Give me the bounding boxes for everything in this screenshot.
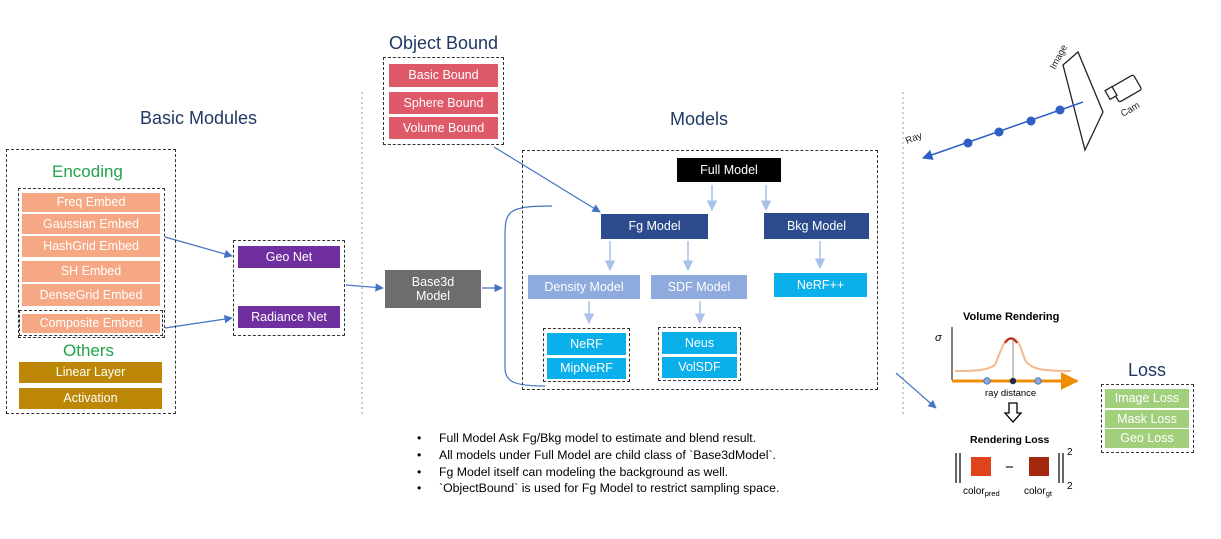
encoding-heading: Encoding bbox=[52, 162, 123, 181]
mask-loss: Mask Loss bbox=[1105, 410, 1189, 428]
basic-bound: Basic Bound bbox=[389, 64, 498, 87]
bkg-model: Bkg Model bbox=[764, 213, 869, 239]
ray-sample-point bbox=[963, 138, 973, 148]
norm-subscript: 2 bbox=[1067, 481, 1073, 492]
density-model: Density Model bbox=[528, 275, 640, 299]
models-heading: Models bbox=[670, 109, 729, 129]
sphere-bound: Sphere Bound bbox=[389, 92, 498, 114]
object-bound-heading: Object Bound bbox=[389, 33, 499, 53]
nerfpp-model: NeRF++ bbox=[774, 273, 867, 297]
camera-ray-illustration: Image Cam Ray bbox=[905, 43, 1142, 160]
loss-group bbox=[1101, 384, 1194, 453]
arrow-nets-base3d bbox=[345, 283, 384, 292]
encoding-group bbox=[18, 188, 165, 338]
basic-modules-heading: Basic Modules bbox=[140, 108, 258, 128]
ray-sample-point bbox=[994, 127, 1004, 137]
norm-exponent: 2 bbox=[1067, 447, 1073, 458]
minus-sign: − bbox=[1005, 459, 1014, 476]
arrow-models-rendering bbox=[895, 372, 937, 409]
nets-group bbox=[233, 240, 345, 336]
sdf-subgroup bbox=[658, 327, 741, 381]
arrow-encoding-radiance bbox=[164, 314, 233, 329]
ray-distance-label: ray distance bbox=[985, 388, 1036, 399]
neus-model: Neus bbox=[662, 332, 737, 354]
base3d-line1: Base3d bbox=[411, 274, 455, 289]
sdf-model: SDF Model bbox=[651, 275, 747, 299]
rendering-loss-title: Rendering Loss bbox=[970, 434, 1050, 446]
cam-label: Cam bbox=[1119, 100, 1142, 120]
object-bound-group bbox=[383, 57, 504, 145]
pred-color-swatch bbox=[971, 457, 991, 476]
ray-label: Ray bbox=[905, 130, 924, 147]
fg-model: Fg Model bbox=[601, 214, 708, 239]
geo-loss: Geo Loss bbox=[1105, 429, 1189, 448]
gt-label: colorgt bbox=[1024, 486, 1053, 498]
loss-heading: Loss bbox=[1128, 360, 1167, 380]
encoding-hashgrid-embed: HashGrid Embed bbox=[22, 236, 160, 257]
down-arrow-icon bbox=[1003, 402, 1023, 423]
notes-list: Full Model Ask Fg/Bkg model to estimate … bbox=[417, 430, 779, 497]
volsdf-model: VolSDF bbox=[662, 357, 737, 378]
encoding-gaussian-embed: Gaussian Embed bbox=[22, 214, 160, 234]
note-item: All models under Full Model are child cl… bbox=[417, 447, 779, 464]
arrow-bound-fg bbox=[493, 146, 601, 213]
image-plane bbox=[1062, 50, 1104, 152]
note-item: Fg Model itself can modeling the backgro… bbox=[417, 464, 779, 481]
base3d-model: Base3d Model bbox=[385, 270, 481, 308]
encoding-densegrid-embed: DenseGrid Embed bbox=[22, 284, 160, 306]
composite-embed-group bbox=[19, 310, 163, 336]
pred-label: colorpred bbox=[963, 486, 1000, 498]
full-model: Full Model bbox=[677, 158, 781, 182]
density-peak bbox=[1004, 337, 1018, 344]
models-group bbox=[522, 150, 878, 390]
encoding-sh-embed: SH Embed bbox=[22, 261, 160, 282]
encoding-composite-embed: Composite Embed bbox=[22, 314, 160, 333]
radiance-net: Radiance Net bbox=[238, 306, 340, 328]
nerf-model: NeRF bbox=[547, 333, 626, 355]
base3d-line2: Model bbox=[415, 289, 451, 303]
others-activation: Activation bbox=[19, 388, 162, 409]
geo-net: Geo Net bbox=[238, 246, 340, 268]
sigma-label: σ bbox=[935, 332, 942, 344]
volume-bound: Volume Bound bbox=[389, 117, 498, 139]
ray-sample-point bbox=[1055, 105, 1065, 115]
arrow-encoding-geo bbox=[164, 236, 233, 258]
encoding-freq-embed: Freq Embed bbox=[22, 193, 160, 212]
note-item: `ObjectBound` is used for Fg Model to re… bbox=[417, 480, 779, 497]
camera-icon bbox=[1104, 74, 1142, 103]
image-loss: Image Loss bbox=[1105, 389, 1189, 408]
volume-rendering-panel: Volume Rendering σ ray distance Renderin… bbox=[935, 311, 1079, 498]
note-item: Full Model Ask Fg/Bkg model to estimate … bbox=[417, 430, 779, 447]
ray-sample-point bbox=[1026, 116, 1036, 126]
others-linear-layer: Linear Layer bbox=[19, 362, 162, 383]
gt-color-swatch bbox=[1029, 457, 1049, 476]
density-subgroup bbox=[543, 328, 630, 382]
mipnerf-model: MipNeRF bbox=[547, 358, 626, 379]
models-bracket bbox=[504, 205, 553, 387]
others-heading: Others bbox=[63, 341, 115, 360]
basic-modules-group bbox=[6, 149, 176, 414]
volume-rendering-title: Volume Rendering bbox=[963, 311, 1059, 323]
